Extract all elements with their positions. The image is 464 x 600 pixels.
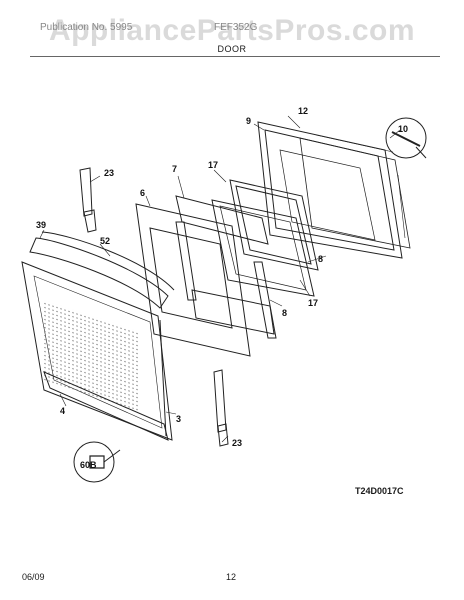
callout-17-lower: 17 [308, 298, 318, 308]
header-rule [30, 56, 440, 57]
callout-17-upper: 17 [208, 160, 218, 170]
door-handle [29, 231, 175, 309]
callout-52: 52 [100, 236, 110, 246]
diagram-code: T24D0017C [355, 486, 404, 496]
insulation [175, 195, 277, 339]
callout-60b: 60B [80, 460, 97, 470]
model-number: FEF352G [214, 22, 258, 33]
callout-23-upper: 23 [104, 168, 114, 178]
section-title: DOOR [217, 44, 247, 54]
callout-4: 4 [60, 406, 65, 416]
callout-7: 7 [172, 164, 177, 174]
outer-door-glass [21, 261, 173, 441]
watermark: AppliancePartsPros.com [48, 14, 416, 47]
callout-3: 3 [176, 414, 181, 424]
part-10-screw-detail [385, 117, 427, 159]
inner-door-panel [257, 121, 411, 259]
callout-23-lower: 23 [232, 438, 242, 448]
callout-8-bottom: 8 [282, 308, 287, 318]
callout-39: 39 [36, 220, 46, 230]
callout-8-right: 8 [318, 254, 323, 264]
callout-6: 6 [140, 188, 145, 198]
publication-number: Publication No. 5995 [40, 22, 133, 33]
callout-labels: 12 9 10 23 7 17 6 39 52 8 8 17 3 4 23 60… [36, 106, 408, 470]
callout-10: 10 [398, 124, 408, 134]
part-60b-screw-detail [73, 441, 121, 483]
callout-9: 9 [246, 116, 251, 126]
page-number: 12 [226, 572, 237, 582]
footer-date: 06/09 [22, 572, 45, 582]
hinge-upper [79, 167, 97, 233]
hinge-lower [213, 369, 229, 447]
door-liner [135, 203, 251, 357]
callout-12: 12 [298, 106, 308, 116]
